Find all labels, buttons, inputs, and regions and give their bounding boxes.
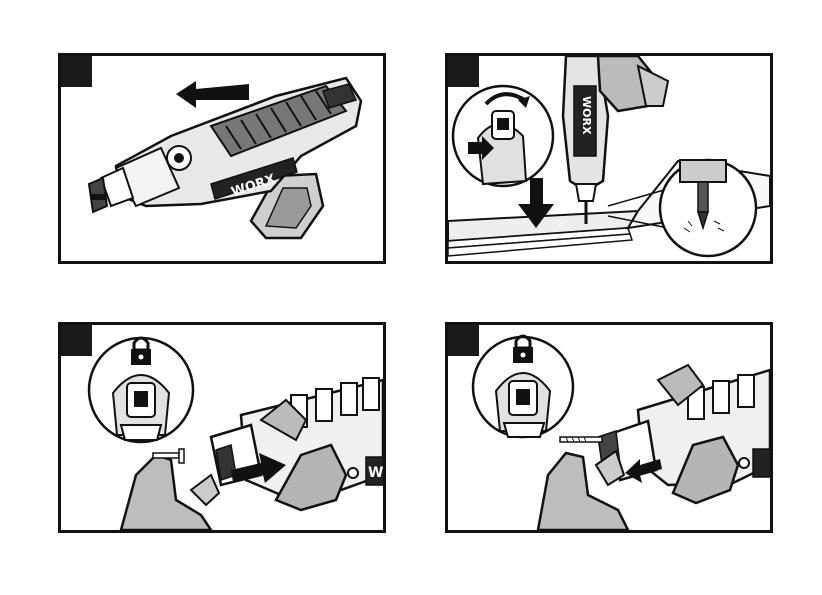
arrow-left-icon	[176, 81, 249, 108]
drilling-illustration: WORX	[448, 56, 770, 261]
step-number-box	[448, 56, 479, 87]
step-number-box	[61, 56, 92, 87]
bit-remove-illustration	[448, 325, 770, 530]
step-3-panel: WORX	[58, 322, 386, 533]
bit-insert-illustration: WORX	[61, 325, 383, 530]
step-number-box	[448, 325, 479, 356]
step-2-panel: WORX	[445, 53, 773, 264]
step-number-box	[61, 325, 92, 356]
worx-logo: WORX	[368, 465, 383, 481]
screwdriver-illustration: WORX	[61, 56, 383, 261]
worx-logo: WORX	[580, 96, 593, 135]
screw-icon	[560, 437, 602, 442]
step-1-panel: WORX	[58, 53, 386, 264]
step-4-panel	[445, 322, 773, 533]
